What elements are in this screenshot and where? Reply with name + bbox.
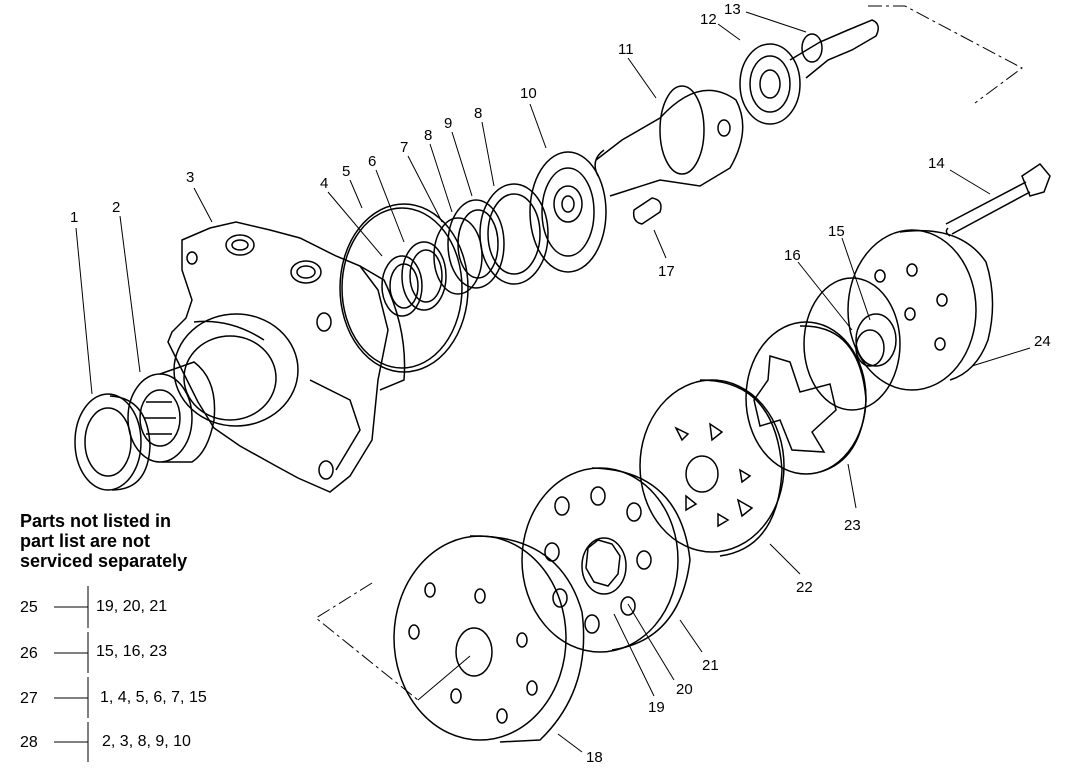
kit-28-bracket <box>54 722 89 762</box>
part-7-8-9-seals <box>433 183 549 295</box>
callout-9: 9 <box>444 115 452 132</box>
callout-18: 18 <box>586 749 603 766</box>
callout-1: 1 <box>70 209 78 226</box>
callout-19: 19 <box>648 699 665 716</box>
callout-6: 6 <box>368 153 376 170</box>
callout-3: 3 <box>186 169 194 186</box>
centerline-marks <box>315 5 1023 701</box>
callout-8b: 8 <box>474 105 482 122</box>
kit-27-parts: 1, 4, 5, 6, 7, 15 <box>100 689 207 706</box>
callout-2: 2 <box>112 199 120 216</box>
kit-26-parts: 15, 16, 23 <box>96 643 168 660</box>
part-17-key <box>632 197 662 225</box>
callout-10: 10 <box>520 85 537 102</box>
callout-11: 11 <box>618 41 634 58</box>
callout-8a: 8 <box>424 127 432 144</box>
part-23-gerotor <box>745 321 867 475</box>
callout-23: 23 <box>844 517 861 534</box>
callout-5: 5 <box>342 163 350 180</box>
parts-note: Parts not listed in part list are not se… <box>20 511 260 571</box>
part-15-ring <box>855 313 897 367</box>
part-13-splined-shaft <box>789 19 879 79</box>
part-21-rotor-plate <box>521 467 691 653</box>
part-2-bearing <box>127 361 216 463</box>
part-18-end-plate <box>393 535 585 743</box>
kit-28-parts: 2, 3, 8, 9, 10 <box>102 733 191 750</box>
callout-15: 15 <box>828 223 845 240</box>
part-5-oring <box>339 203 469 373</box>
part-24-end-cap <box>847 229 994 391</box>
leader-lines <box>75 11 1031 753</box>
callout-12: 12 <box>700 11 717 28</box>
kit-27-id: 27 <box>20 690 38 707</box>
part-3-housing <box>167 221 406 493</box>
kit-25-parts: 19, 20, 21 <box>96 598 168 615</box>
callout-4: 4 <box>320 175 328 192</box>
part-14-bolt <box>945 163 1051 237</box>
part-12-gear <box>739 43 801 125</box>
callout-7: 7 <box>400 139 408 156</box>
part-10-thrust-bearing <box>529 151 607 273</box>
callout-20: 20 <box>676 681 693 698</box>
callout-17: 17 <box>658 263 675 280</box>
callout-22: 22 <box>796 579 813 596</box>
callout-labels: 1 2 3 4 5 6 7 8 9 8 10 11 12 13 14 15 16… <box>70 1 1051 766</box>
kit-26-bracket <box>54 632 89 673</box>
note-line-3: serviced separately <box>20 551 188 571</box>
callout-24: 24 <box>1034 333 1051 350</box>
part-16-seal <box>803 277 901 411</box>
note-line-2: part list are not <box>20 531 151 551</box>
kit-28-id: 28 <box>20 734 38 751</box>
callout-21: 21 <box>702 657 719 674</box>
part-1-seal <box>74 393 151 491</box>
callout-14: 14 <box>928 155 945 172</box>
note-line-1: Parts not listed in <box>20 511 172 531</box>
part-11-shaft <box>594 85 744 197</box>
kit-26-id: 26 <box>20 645 38 662</box>
part-6-ring <box>401 241 447 311</box>
callout-13: 13 <box>724 1 741 18</box>
kit-27-bracket <box>54 677 89 718</box>
part-22-plate <box>639 379 785 557</box>
callout-16: 16 <box>784 247 801 264</box>
kit-25-id: 25 <box>20 599 38 616</box>
kit-brackets <box>54 586 89 762</box>
kit-25-bracket <box>54 586 89 628</box>
